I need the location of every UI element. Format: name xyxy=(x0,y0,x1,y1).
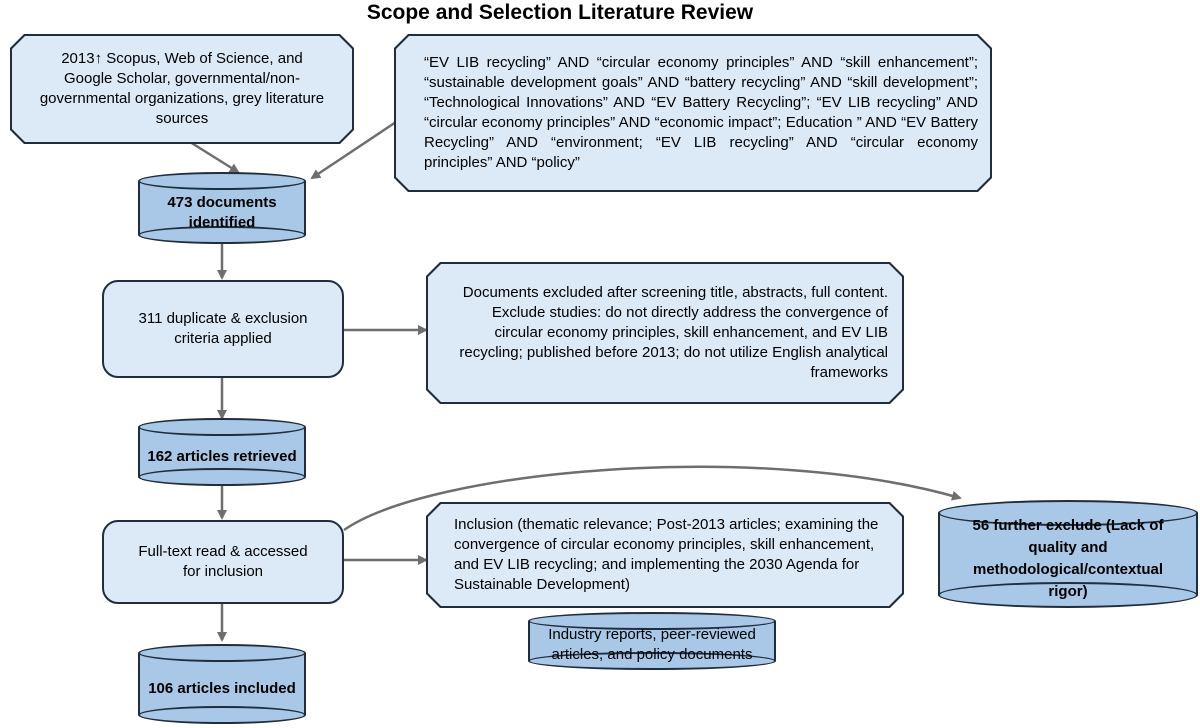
exclusion-text: Documents excluded after screening title… xyxy=(459,284,888,381)
further-exclude-cylinder: 56 further exclude (Lack of quality and … xyxy=(938,500,1198,608)
source-types-label: Industry reports, peer-reviewed articles… xyxy=(548,626,756,663)
search-terms-text: “EV LIB recycling” AND “circular economy… xyxy=(424,54,978,171)
sources-box-text: 2013↑ Scopus, Web of Science, and Google… xyxy=(39,50,325,127)
search-terms-box: “EV LIB recycling” AND “circular economy… xyxy=(394,34,992,192)
inclusion-box: Inclusion (thematic relevance; Post-2013… xyxy=(426,502,904,608)
duplicate-step-text: 311 duplicate & exclusion criteria appli… xyxy=(138,310,308,347)
sources-box: 2013↑ Scopus, Web of Science, and Google… xyxy=(10,34,354,144)
inclusion-text: Inclusion (thematic relevance; Post-2013… xyxy=(454,516,879,593)
fulltext-step-box: Full-text read & accessed for inclusion xyxy=(102,520,344,604)
included-label: 106 articles included xyxy=(148,680,296,697)
identified-cylinder: 473 documents identified xyxy=(138,172,306,244)
diagram-title: Scope and Selection Literature Review xyxy=(366,1,754,24)
identified-label: 473 documents identified xyxy=(167,194,277,231)
retrieved-cylinder: 162 articles retrieved xyxy=(138,418,306,486)
included-cylinder: 106 articles included xyxy=(138,644,306,724)
further-exclude-label: 56 further exclude (Lack of quality and … xyxy=(972,517,1164,600)
fulltext-step-text: Full-text read & accessed for inclusion xyxy=(138,543,308,580)
retrieved-label: 162 articles retrieved xyxy=(147,448,297,465)
arrow-sources-to-identified xyxy=(189,140,240,174)
arrow-terms-to-identified xyxy=(310,120,397,180)
source-types-cylinder: Industry reports, peer-reviewed articles… xyxy=(528,612,776,670)
duplicate-step-box: 311 duplicate & exclusion criteria appli… xyxy=(102,280,344,378)
arrow-fulltext-to-further-exclude xyxy=(343,465,962,532)
exclusion-box: Documents excluded after screening title… xyxy=(426,262,904,404)
